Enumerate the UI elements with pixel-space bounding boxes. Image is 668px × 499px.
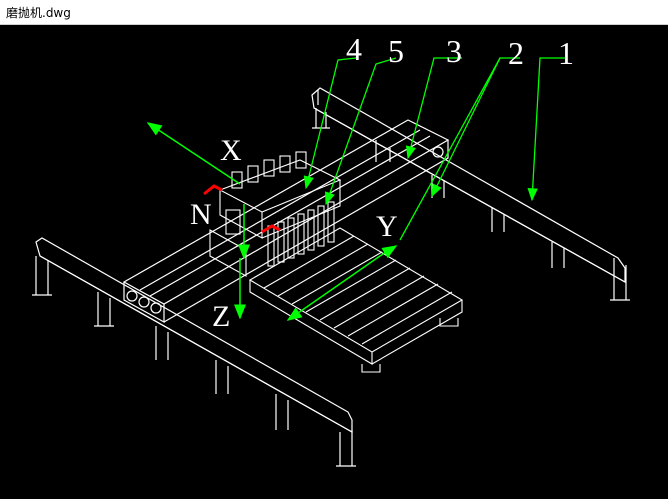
work-table [248, 227, 464, 373]
title-bar: 磨抛机.dwg [0, 0, 668, 25]
window-title: 磨抛机.dwg [6, 6, 71, 20]
callout-5: 5 [388, 33, 404, 69]
callout-3: 3 [446, 33, 462, 69]
axis-label-x: X [220, 134, 242, 167]
drawing-canvas[interactable]: 4 5 3 2 1 X Y Z N [0, 25, 668, 499]
cad-drawing: 4 5 3 2 1 X Y Z N [32, 31, 630, 467]
callout-2: 2 [508, 35, 524, 71]
axis-label-z: Z [212, 300, 230, 333]
axis-arrows [146, 122, 398, 321]
gantry-beam [122, 119, 450, 324]
axis-label-y: Y [376, 210, 398, 243]
callout-4: 4 [346, 31, 362, 67]
leader-lines [303, 57, 565, 241]
left-rail [32, 237, 356, 467]
right-rail [311, 87, 630, 301]
red-markers [203, 184, 281, 234]
axis-label-n: N [190, 198, 212, 231]
callout-1: 1 [558, 35, 574, 71]
